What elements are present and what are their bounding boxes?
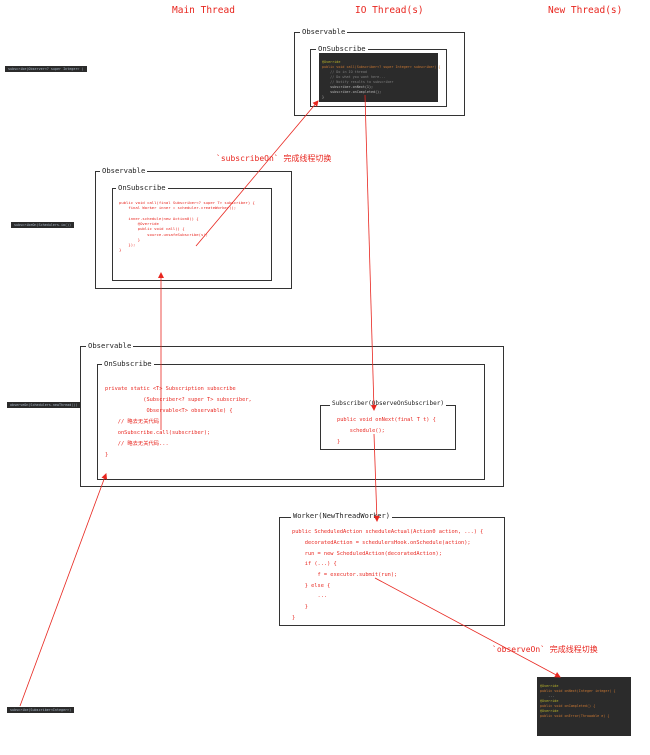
top-code-line: subscriber.onNext(1);: [322, 84, 374, 89]
observeon-code-line: // 略去无关代码: [105, 419, 160, 426]
subscribeon-code-line: final Worker inner = scheduler.createWor…: [119, 205, 237, 211]
observeon-code-line: }: [105, 452, 109, 459]
observeon-code: private static <T> Subscription subscrib…: [105, 382, 252, 470]
observeon-code-line: // 略去无关代码...: [105, 441, 169, 448]
worker-title: Worker(NewThreadWorker): [291, 512, 392, 520]
observeon-code-line: private static <T> Subscription subscrib…: [105, 386, 236, 393]
header-new-thread: New Thread(s): [548, 5, 623, 16]
observeon-onsubscribe-box: [97, 364, 485, 480]
bottom-code-line: @Override: [540, 698, 559, 703]
top-code-line: // Do what you want here...: [322, 74, 386, 79]
top-onsubscribe-box: [310, 49, 447, 107]
top-code-line: @Override: [322, 59, 341, 64]
top-code-line: subscriber.onCompleted();: [322, 89, 382, 94]
bottom-code-line: @Override: [540, 708, 559, 713]
arrow-top-to-subscriber: [364, 94, 377, 411]
worker-code-line: decoratedAction = schedulersHook.onSched…: [292, 539, 471, 546]
observeon-subscriber-code: public void onNext(final T t) { schedule…: [337, 413, 436, 457]
note-observeon: `observeOn` 完成线程切换: [492, 645, 598, 654]
subscribeon-code-line: inner.schedule(new Action0() {: [119, 215, 199, 221]
header-main-thread: Main Thread: [172, 5, 235, 16]
side-label-subscribe-observer: subscribe(Observer<? super Integer> ): [5, 66, 87, 72]
observeon-subscriber-code-line: schedule();: [337, 428, 385, 435]
observeon-code-line: (Subscriber<? super T> subscriber,: [105, 397, 252, 404]
side-label-observeon: observeOn(Schedulers.newThread()): [7, 402, 81, 408]
header-io-thread: IO Thread(s): [355, 5, 424, 16]
observeon-subscriber-code-line: public void onNext(final T t) {: [337, 417, 436, 424]
subscribeon-code-line: public void call(final Subscriber<? supe…: [119, 200, 255, 205]
observeon-onsubscribe-title: OnSubscribe: [102, 359, 154, 368]
subscribeon-code-line: }: [119, 236, 141, 242]
subscribeon-observable-box: [95, 171, 292, 289]
subscribeon-code: public void call(final Subscriber<? supe…: [119, 195, 255, 258]
worker-code-line: } else {: [292, 582, 331, 589]
top-observable-title: Observable: [300, 27, 348, 36]
subscribeon-code-line: });: [119, 242, 136, 247]
subscribeon-onsubscribe-box: [112, 188, 272, 281]
side-label-subscribe-subscriber: subscribe(Subscriber<Integer>): [7, 707, 75, 713]
top-code-line: }: [322, 94, 325, 99]
arrow-subscribeon-to-top: [195, 100, 319, 247]
note-subscribeon: `subscribeOn` 完成线程切换: [216, 154, 332, 163]
worker-code-line: }: [292, 614, 296, 621]
subscribeon-observable-title: Observable: [100, 166, 148, 175]
bottom-code-line: public void onNext(Integer integer) {: [540, 688, 616, 693]
arrow-subscriber-to-worker: [373, 433, 380, 522]
subscribeon-code-line: @Override: [119, 221, 159, 226]
observeon-observable-box: [80, 346, 504, 487]
observeon-observable-title: Observable: [86, 341, 134, 350]
worker-code-line: run = new ScheduledAction(decoratedActio…: [292, 550, 442, 557]
worker-code-line: f = executor.submit(run);: [292, 572, 398, 579]
subscribeon-code-line: }: [119, 247, 122, 253]
top-onsubscribe-title: OnSubscribe: [316, 44, 368, 53]
worker-code-line: if (...) {: [292, 561, 337, 568]
worker-code-line: }: [292, 604, 308, 611]
observeon-subscriber-title: Subscriber(ObserveOnSubscriber): [330, 400, 446, 407]
bottom-code-line: public void onError(Throwable e) {: [540, 713, 610, 718]
top-code-line: // Notify results to subscriber: [322, 79, 394, 84]
top-observable-box: [294, 32, 465, 116]
bottom-code-line: @Override: [540, 683, 559, 688]
bottom-code-line: ...: [540, 693, 555, 698]
worker-box: [279, 517, 505, 626]
worker-code: public ScheduledAction scheduleActual(Ac…: [292, 525, 483, 632]
arrow-subscribe-to-observeon: [19, 473, 108, 707]
subscribeon-code-line: source.unsafeSubscribe(s);: [119, 231, 209, 237]
top-code-line: // Do in IO thread: [322, 69, 367, 74]
observeon-subscriber-code-line: }: [337, 439, 341, 446]
worker-code-line: ...: [292, 593, 328, 600]
observeon-code-line: Observable<T> observable) {: [105, 408, 233, 415]
observeon-code-line: onSubscribe.call(subscriber);: [105, 430, 211, 437]
side-label-subscribeon: subscribeOn(Schedulers.io()): [11, 222, 75, 228]
subscribeon-code-line: public void call() {: [119, 226, 185, 232]
worker-code-line: public ScheduledAction scheduleActual(Ac…: [292, 529, 484, 536]
bottom-code-line: public void onCompleted() {: [540, 703, 596, 708]
arrow-worker-to-newthread: [374, 577, 561, 678]
subscribeon-onsubscribe-title: OnSubscribe: [116, 183, 168, 192]
